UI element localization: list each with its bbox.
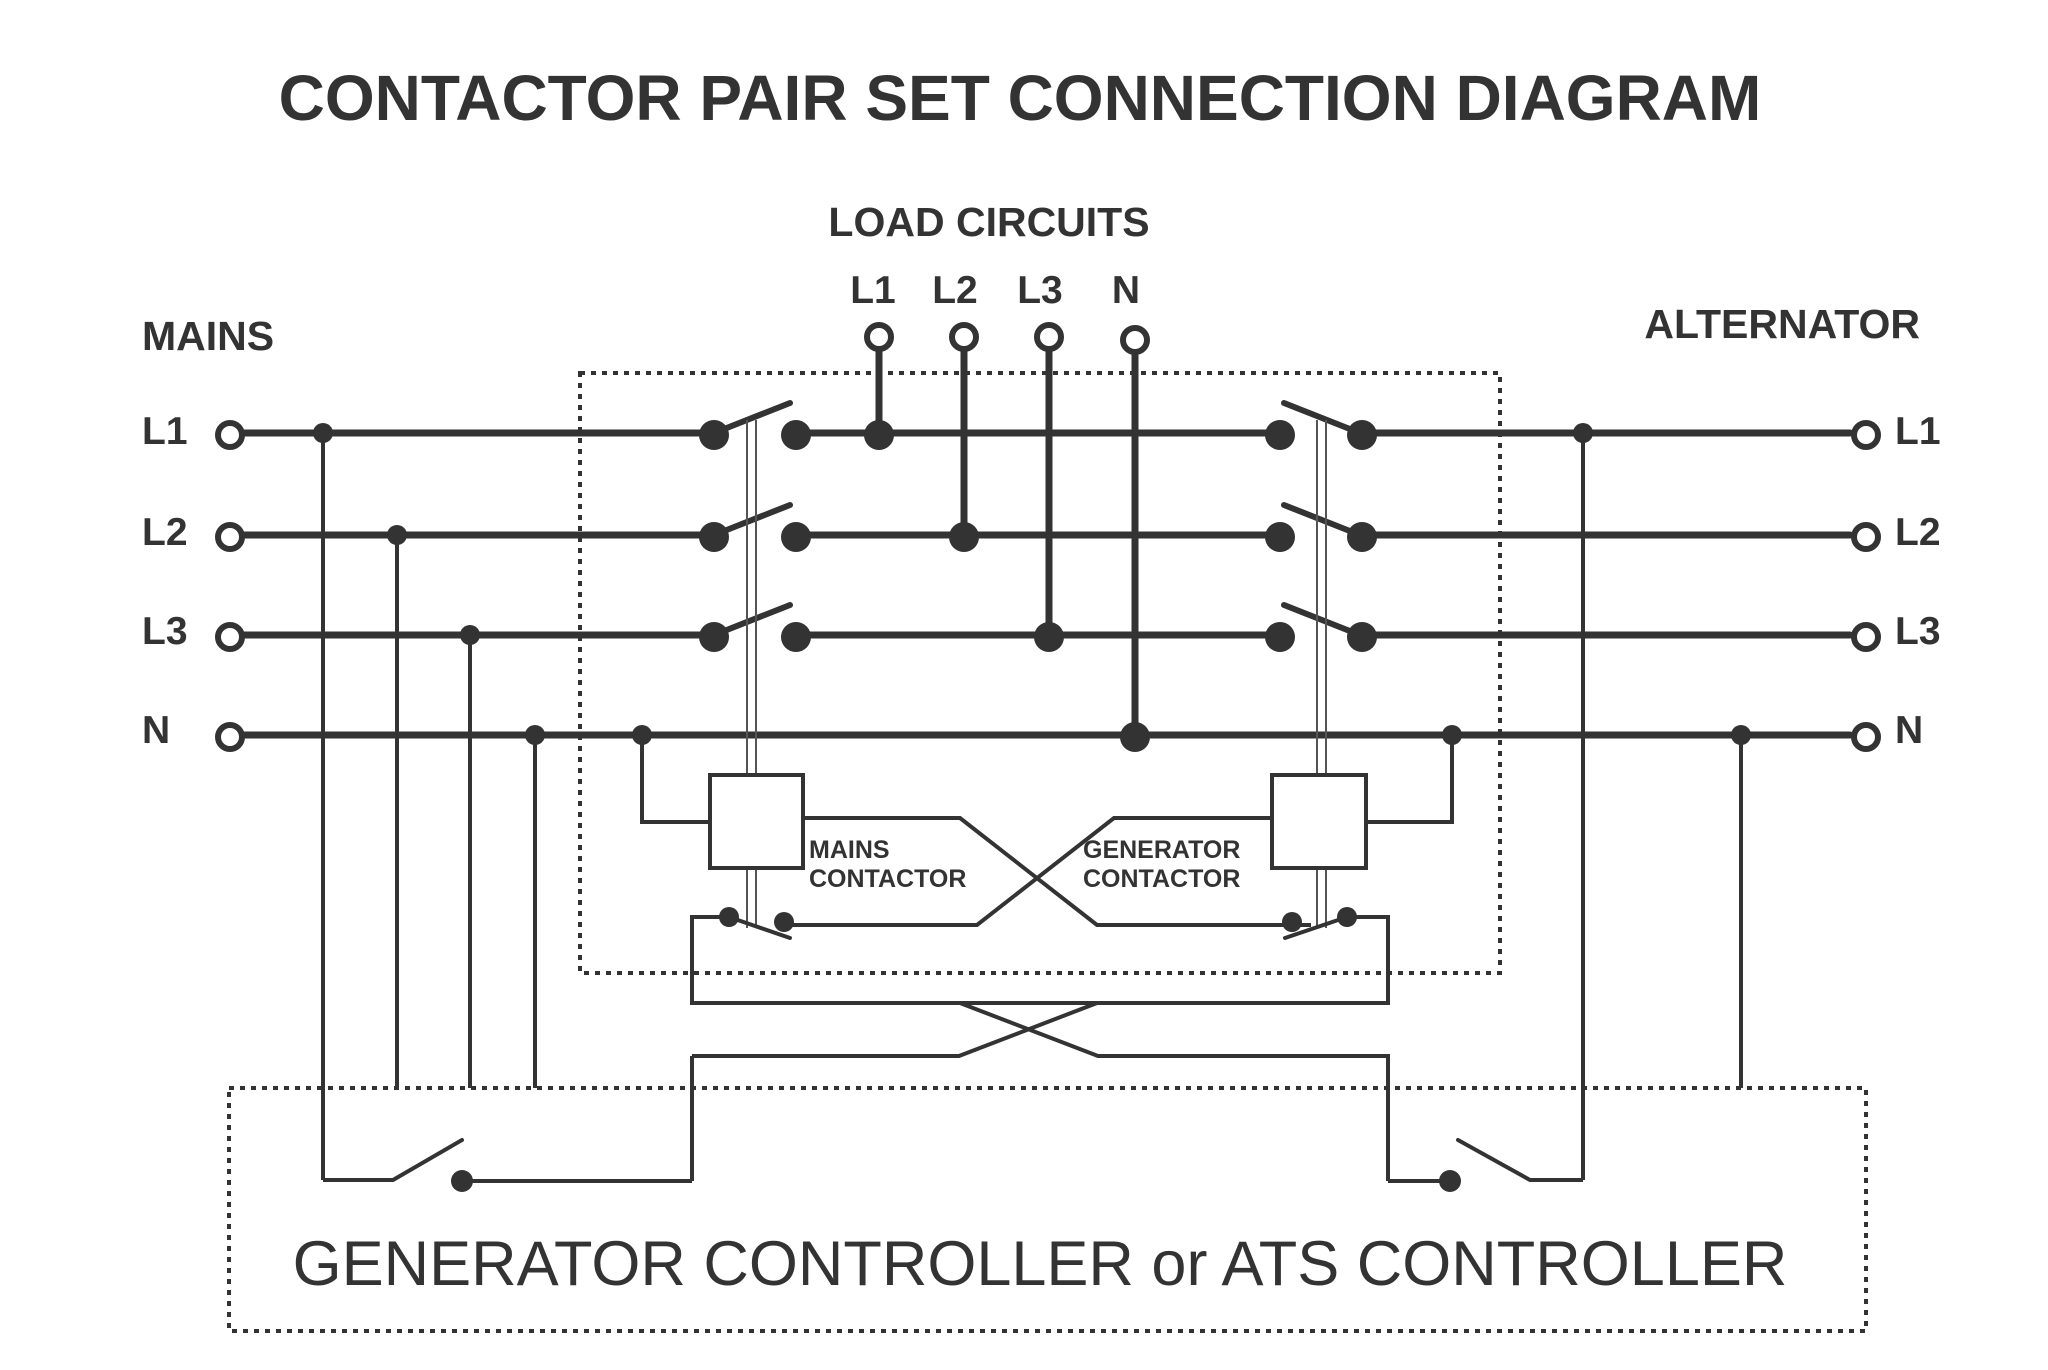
contact-dots	[699, 420, 1377, 752]
alternator-terminal-label-l1: L1	[1895, 410, 1941, 453]
mains-terminal-label-l1: L1	[142, 410, 188, 453]
mains-heading: MAINS	[142, 313, 274, 359]
load-terminal-label-n: N	[1112, 269, 1140, 312]
diagram-title: CONTACTOR PAIR SET CONNECTION DIAGRAM	[279, 62, 1762, 134]
controller-relay-blades	[391, 915, 1532, 1182]
contactor-pair-enclosure	[578, 371, 1502, 975]
alternator-terminal-label-l3: L3	[1895, 610, 1941, 653]
mains-terminal-label-l3: L3	[142, 610, 188, 653]
load-circuits-heading: LOAD CIRCUITS	[828, 199, 1149, 245]
control-wiring	[321, 433, 1743, 1183]
load-terminal-label-l2: L2	[932, 269, 978, 312]
mains-contactor-coil	[708, 773, 805, 870]
mains-terminal-label-l2: L2	[142, 511, 188, 554]
contact-blades	[711, 400, 1363, 638]
alternator-terminal-label-n: N	[1895, 709, 1923, 752]
alternator-terminal-label-l2: L2	[1895, 511, 1941, 554]
load-terminal-label-l3: L3	[1017, 269, 1063, 312]
controller-label: GENERATOR CONTROLLER or ATS CONTROLLER	[293, 1229, 1788, 1299]
alternator-heading: ALTERNATOR	[1644, 301, 1920, 347]
terminals	[215, 322, 1881, 752]
load-terminal-label-l1: L1	[850, 269, 896, 312]
generator-contactor-label-line1: GENERATOR	[1083, 836, 1240, 864]
generator-contactor-label-line2: CONTACTOR	[1083, 865, 1240, 893]
generator-contactor-coil	[1270, 773, 1368, 870]
mains-contactor-label-line1: MAINS	[809, 836, 890, 864]
junction-dots	[313, 423, 1751, 1192]
mains-contactor-label-line2: CONTACTOR	[809, 865, 966, 893]
phase-wires	[238, 344, 1854, 741]
controller-enclosure	[227, 1086, 1868, 1333]
mains-terminal-label-n: N	[142, 709, 170, 752]
